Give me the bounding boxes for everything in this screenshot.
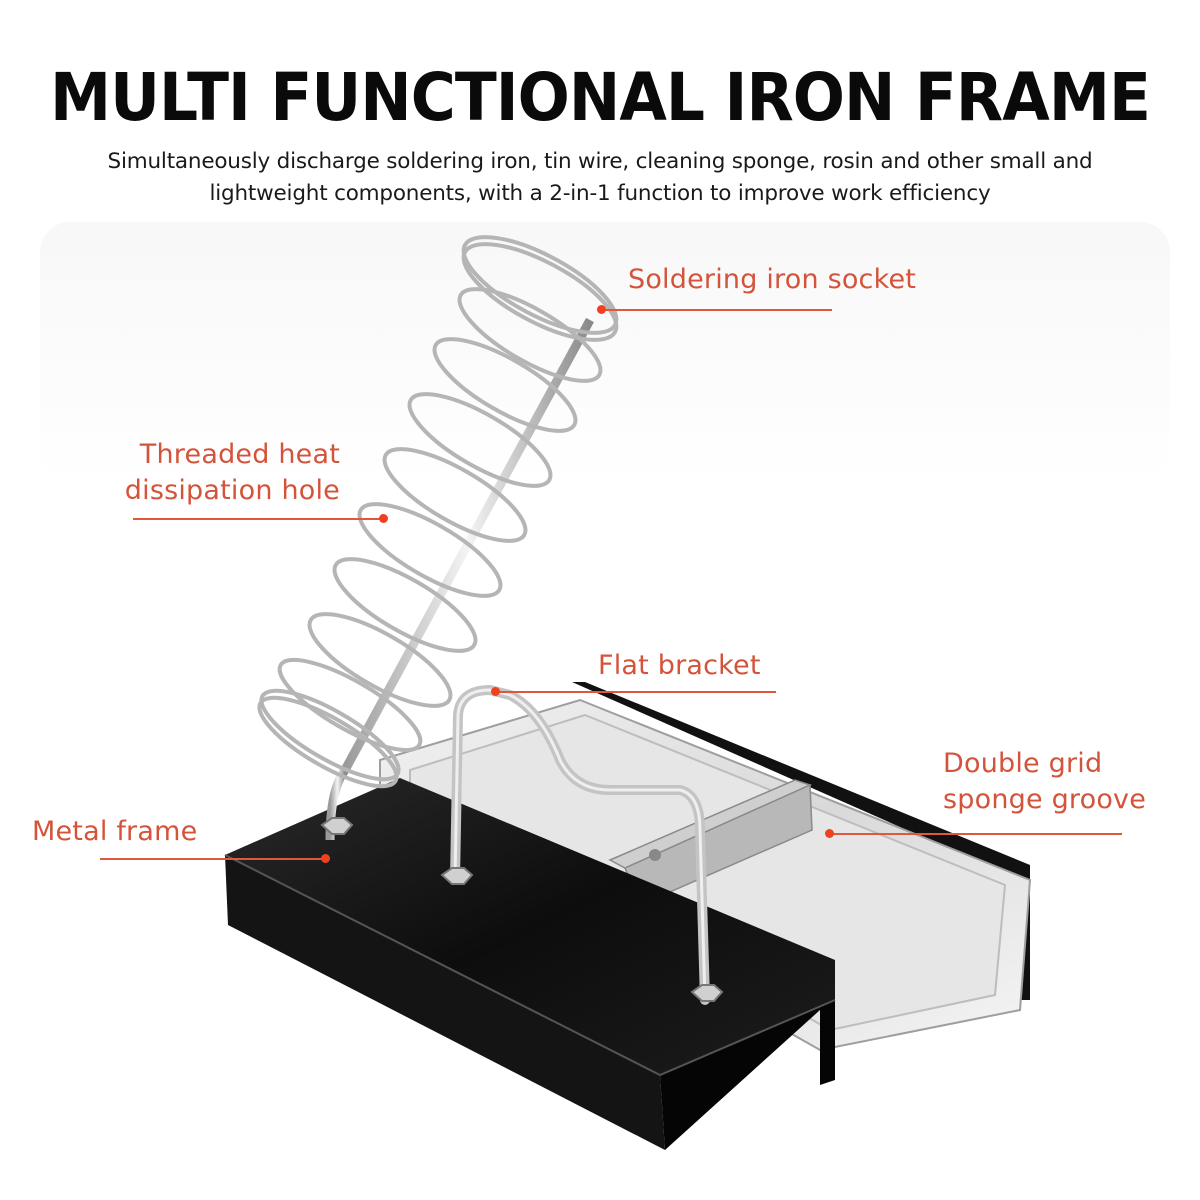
callout-groove-dot — [825, 829, 834, 838]
callout-frame-leader — [100, 858, 328, 860]
callout-frame-label: Metal frame — [32, 816, 198, 847]
callout-heat-line-2: dissipation hole — [124, 475, 340, 506]
callout-groove-line-2: sponge groove — [943, 784, 1147, 815]
callout-bracket-label: Flat bracket — [598, 650, 761, 681]
callout-bracket-dot — [491, 687, 500, 696]
callout-groove-line-1: Double grid — [943, 748, 1103, 779]
callout-socket-leader — [602, 309, 832, 311]
hex-nuts — [320, 817, 724, 1002]
subtitle-line-1: Simultaneously discharge soldering iron,… — [107, 149, 1093, 174]
callout-socket-label: Soldering iron socket — [628, 264, 917, 295]
callout-frame-dot — [321, 854, 330, 863]
callout-heat-dot — [379, 514, 388, 523]
subtitle-line-2: lightweight components, with a 2-in-1 fu… — [209, 181, 991, 206]
metal-frame — [224, 778, 836, 1150]
callout-heat-label: Threaded heat dissipation hole — [90, 437, 340, 509]
callout-socket-dot — [597, 305, 606, 314]
callout-heat-leader — [133, 518, 383, 520]
callout-groove-leader — [830, 833, 1122, 835]
frame-back-wall — [572, 682, 1030, 1000]
callout-groove-label: Double grid sponge groove — [943, 746, 1146, 818]
subtitle: Simultaneously discharge soldering iron,… — [40, 146, 1160, 210]
spring-socket — [257, 235, 619, 841]
callout-heat-line-1: Threaded heat — [139, 439, 340, 470]
page-title: MULTI FUNCTIONAL IRON FRAME — [49, 59, 1151, 136]
callout-bracket-leader — [496, 691, 776, 693]
flat-bracket — [450, 685, 710, 1005]
background-shade — [40, 222, 1170, 482]
